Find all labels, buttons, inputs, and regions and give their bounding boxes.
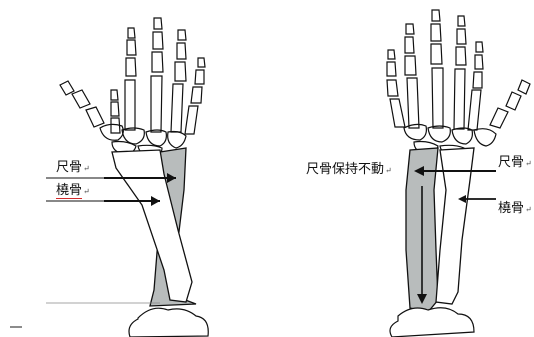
- right-ulna-text: 尺骨: [498, 155, 524, 170]
- right-ulna-label: 尺骨↵: [498, 155, 532, 172]
- left-radius-return-mark: ↵: [83, 187, 90, 196]
- left-radius-text: 橈骨: [56, 183, 82, 199]
- right-radius-return-mark: ↵: [525, 205, 532, 214]
- right-ulna-fixed-return-mark: ↵: [385, 166, 392, 175]
- right-hand-skeleton: [387, 10, 530, 156]
- left-ulna-return-mark: ↵: [83, 164, 90, 173]
- right-radius-text: 橈骨: [498, 201, 524, 216]
- right-ulna-fixed-text: 尺骨保持不動: [306, 162, 384, 177]
- right-radius-label: 橈骨↵: [498, 201, 532, 218]
- right-ulna-fixed-label: 尺骨保持不動↵: [306, 162, 392, 179]
- left-ulna-label: 尺骨↵: [56, 160, 90, 177]
- right-elbow-bones: [390, 308, 474, 337]
- right-ulna-return-mark: ↵: [525, 159, 532, 168]
- left-radius-label: 橈骨↵: [56, 183, 90, 200]
- left-elbow-bones: [129, 308, 208, 337]
- left-ulna-text: 尺骨: [56, 160, 82, 175]
- left-hand-skeleton: [60, 18, 205, 156]
